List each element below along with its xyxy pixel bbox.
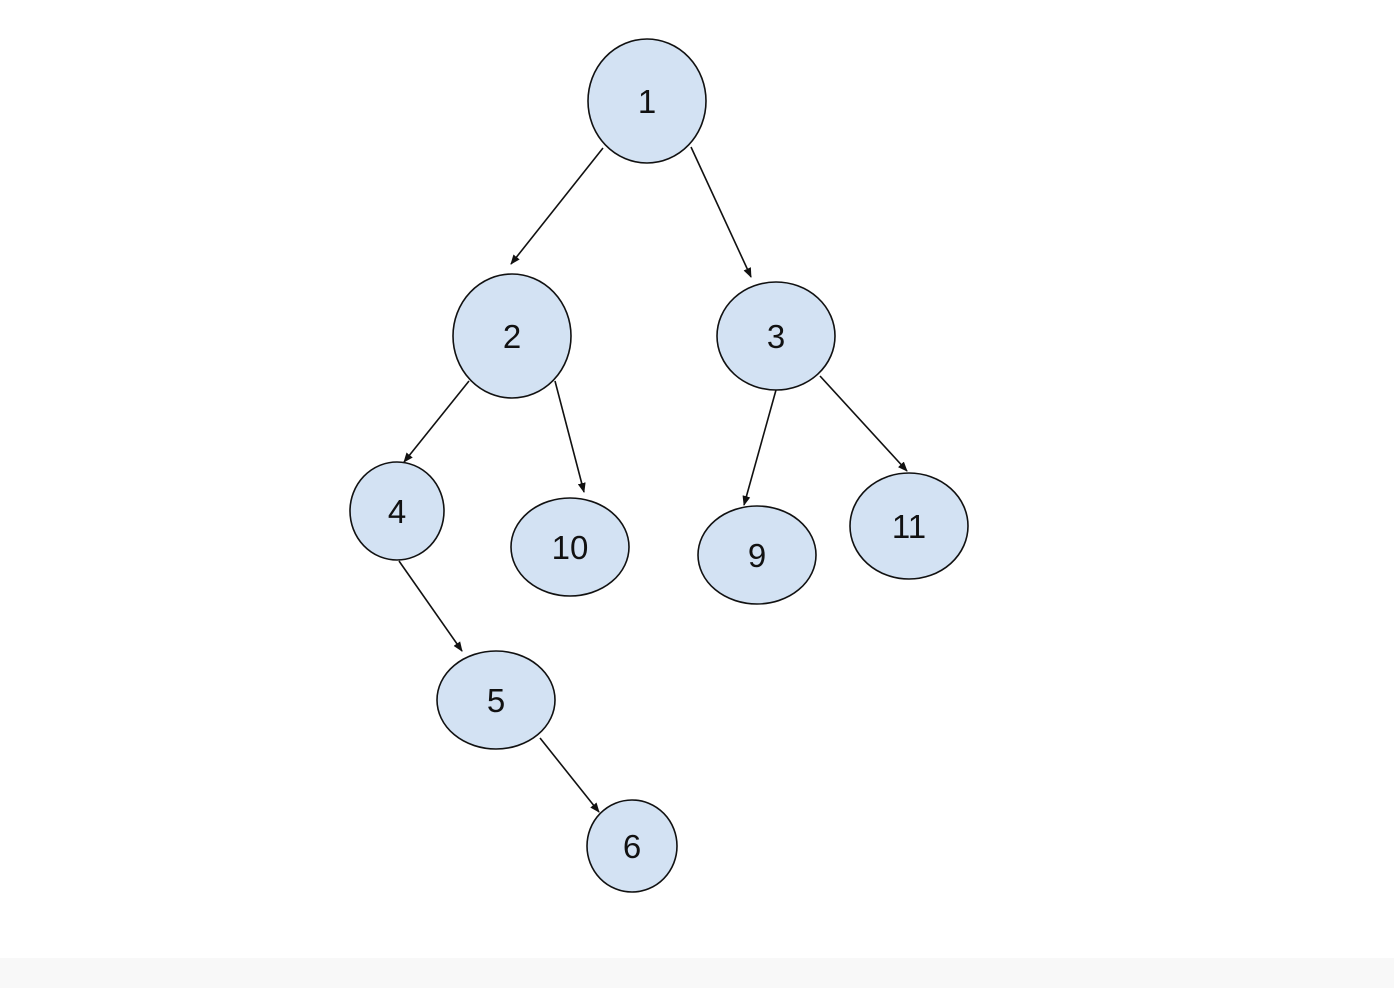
node-4: 4 <box>349 461 445 561</box>
node-label: 9 <box>748 537 766 574</box>
node-label: 2 <box>503 318 521 355</box>
node-shape <box>452 273 572 399</box>
edge-1-to-2 <box>510 147 604 265</box>
node-shape <box>349 461 445 561</box>
node-9: 9 <box>697 505 817 605</box>
edge-1-to-3 <box>690 146 752 278</box>
node-shape <box>716 281 836 391</box>
node-1: 1 <box>587 38 707 164</box>
node-3: 3 <box>716 281 836 391</box>
node-label: 4 <box>388 493 406 530</box>
node-shape <box>586 799 678 893</box>
tree-diagram: 1 2 3 4 10 9 11 5 6 <box>349 38 969 893</box>
node-2: 2 <box>452 273 572 399</box>
node-shape <box>587 38 707 164</box>
node-shape <box>849 472 969 580</box>
node-label: 11 <box>892 508 926 545</box>
node-label: 6 <box>623 828 641 865</box>
node-shape <box>697 505 817 605</box>
node-shape <box>436 650 556 750</box>
node-10: 10 <box>510 497 630 597</box>
node-label: 1 <box>638 83 656 120</box>
edge-2-to-4 <box>403 380 470 463</box>
edge-3-to-9 <box>742 389 777 506</box>
node-shape <box>510 497 630 597</box>
bottom-strip <box>0 958 1394 988</box>
node-11: 11 <box>849 472 969 580</box>
edge-4-to-5 <box>398 560 463 652</box>
edge-2-to-10 <box>554 380 586 493</box>
node-label: 10 <box>552 529 589 566</box>
node-5: 5 <box>436 650 556 750</box>
edge-5-to-6 <box>539 737 600 813</box>
edge-3-to-11 <box>819 375 908 472</box>
edges-layer <box>398 146 908 813</box>
nodes-layer: 1 2 3 4 10 9 11 5 6 <box>349 38 969 893</box>
node-6: 6 <box>586 799 678 893</box>
node-label: 5 <box>487 682 505 719</box>
node-label: 3 <box>767 318 785 355</box>
